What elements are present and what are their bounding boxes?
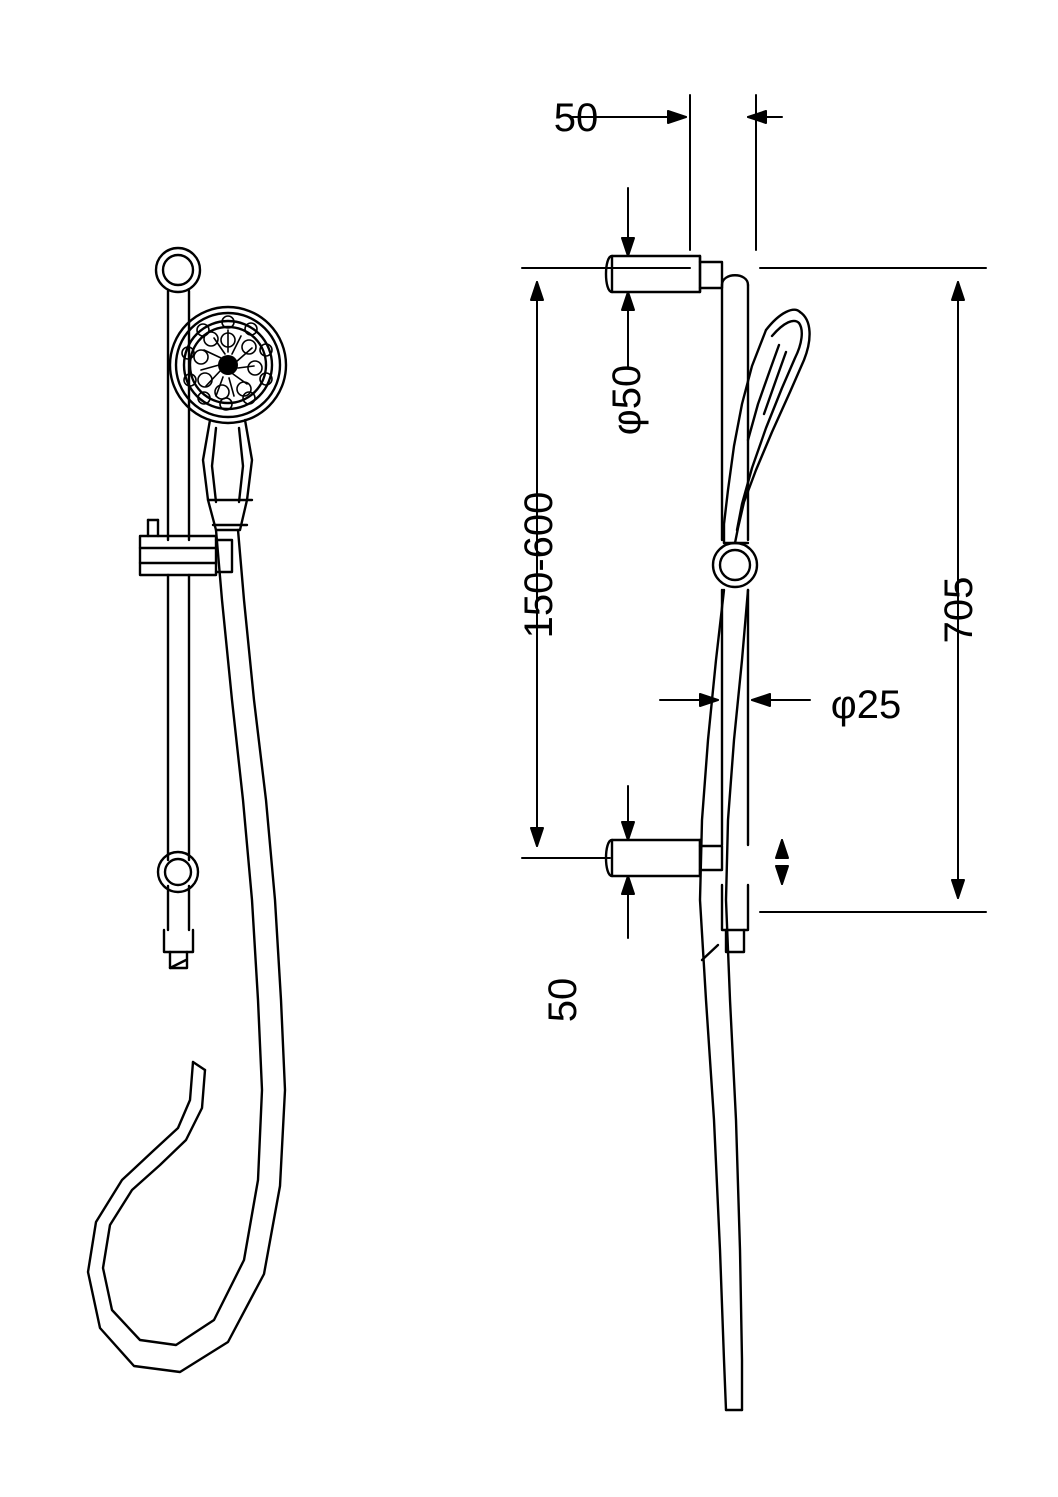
top-bracket-arm bbox=[610, 254, 702, 294]
dim-label-top-50: 50 bbox=[554, 96, 599, 140]
shower-hose-outer bbox=[101, 528, 264, 1347]
shower-hose-inner bbox=[86, 528, 287, 1374]
rail-lower-ring bbox=[156, 850, 200, 894]
dim-label-rail-travel: 150-600 bbox=[517, 492, 561, 639]
dim-label-head-diameter: φ50 bbox=[605, 365, 649, 435]
dimension-lines bbox=[521, 94, 987, 939]
side-view-group bbox=[604, 254, 811, 1412]
dim-label-overall-height: 705 bbox=[937, 577, 981, 644]
hand-shower-side-outline bbox=[733, 310, 811, 545]
hose-side-right bbox=[724, 588, 750, 1412]
shower-head-outer bbox=[168, 305, 288, 425]
rail-top-ring bbox=[154, 246, 202, 294]
dim-label-bottom-50: 50 bbox=[541, 978, 585, 1023]
spray-face-pattern bbox=[181, 315, 273, 411]
bottom-bracket-arm bbox=[610, 838, 702, 878]
front-view-group bbox=[86, 246, 288, 1374]
rail-bracket-upper bbox=[138, 534, 218, 577]
dim-label-rail-diameter: φ25 bbox=[831, 683, 901, 727]
